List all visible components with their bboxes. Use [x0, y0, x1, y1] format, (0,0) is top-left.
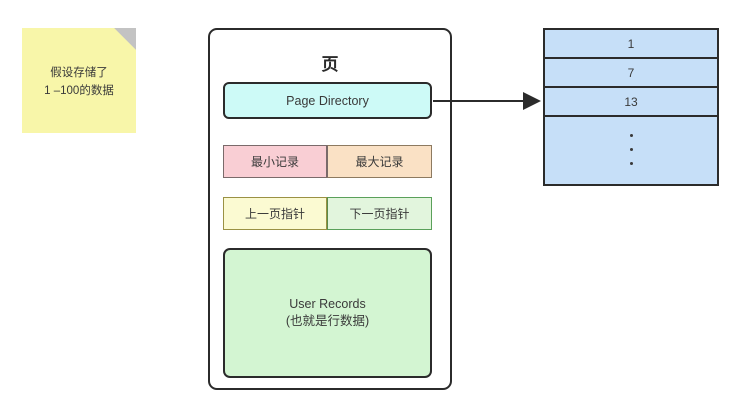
- ellipsis-dot-icon: [629, 161, 633, 165]
- sticky-note: 假设存储了 1 –100的数据: [22, 28, 136, 133]
- table-row[interactable]: 13: [545, 88, 717, 117]
- note-text-line-1: 假设存储了: [50, 67, 108, 79]
- table-row[interactable]: 7: [545, 59, 717, 88]
- user-records-label-cn: (也就是行数据): [285, 314, 370, 328]
- ellipsis-dot-icon: [629, 147, 633, 151]
- user-records-label-en: User Records: [289, 297, 366, 311]
- prev-page-pointer-cell[interactable]: 上一页指针: [223, 197, 327, 230]
- page-title: 页: [321, 55, 339, 74]
- table-row[interactable]: 1: [545, 30, 717, 59]
- next-page-pointer-cell[interactable]: 下一页指针: [327, 197, 432, 230]
- note-text-line-2: 1 –100的数据: [44, 85, 114, 97]
- table-row-ellipsis[interactable]: [545, 117, 717, 181]
- ellipsis-dot-icon: [629, 133, 633, 137]
- min-record-cell[interactable]: 最小记录: [223, 145, 327, 178]
- user-records-box[interactable]: User Records (也就是行数据): [223, 248, 432, 378]
- page-directory-slot-table: 1 7 13: [543, 28, 719, 186]
- max-record-cell[interactable]: 最大记录: [327, 145, 432, 178]
- page-directory-box[interactable]: Page Directory: [223, 82, 432, 119]
